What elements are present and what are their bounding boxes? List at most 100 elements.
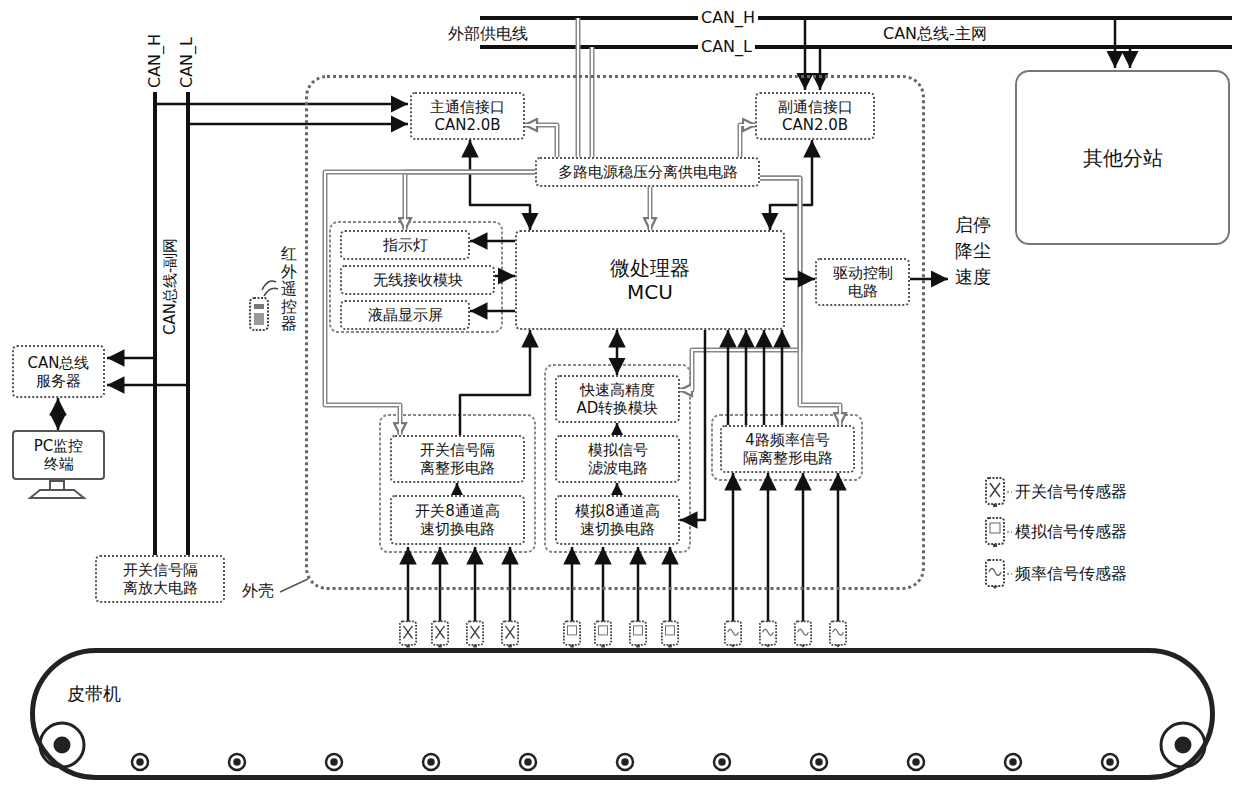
process-box: 开关信号隔离放大电路 [95, 555, 225, 603]
roller-hub [817, 760, 822, 765]
drawing-rect [50, 481, 64, 490]
drawing-use [630, 621, 646, 647]
roller-hub [332, 760, 337, 765]
connector-line [456, 483, 459, 495]
box-label: 无线接收模块 [373, 271, 463, 289]
drawing-line [186, 92, 190, 555]
signal-connector [495, 276, 515, 277]
box-label: 驱动控制电路 [831, 264, 895, 300]
text-label: 外部供电线 [448, 24, 528, 43]
bus-taps [107, 18, 1130, 385]
signal-connector [680, 330, 705, 520]
drawing-line [188, 123, 408, 126]
station-box: 其他分站 [1015, 70, 1230, 245]
connector-line-inner [325, 172, 535, 435]
drawing-rect [545, 365, 690, 552]
can-bus-lines [155, 18, 1232, 555]
process-box: 无线接收模块 [340, 265, 495, 295]
box-label: 皮带机 [67, 683, 121, 705]
drawing-line [802, 473, 805, 622]
connector-line [616, 483, 619, 495]
connector-line [770, 140, 812, 230]
drawing-circle [40, 723, 84, 767]
drawing-use [986, 518, 1004, 547]
power-connector [650, 187, 651, 230]
connector-line [648, 187, 653, 230]
box-label: 快速高精度AD转换模块 [577, 381, 659, 417]
drawing-use [502, 621, 518, 647]
process-box: 指示灯 [340, 230, 470, 260]
drawing-use [432, 621, 448, 647]
box-label: 模拟8通道高速切换电路 [572, 502, 664, 538]
box-label: 4路频率信号隔离整形电路 [740, 431, 835, 467]
process-box: 模拟8通道高速切换电路 [555, 495, 680, 545]
roller [617, 754, 633, 770]
bus-name: CAN_L [178, 37, 196, 88]
roller-hub [138, 760, 143, 765]
drawing-line [804, 18, 807, 90]
process-box: 微处理器 MCU [515, 230, 785, 330]
drawing-use [467, 621, 483, 647]
sensors [400, 621, 846, 647]
box-label: 微处理器 MCU [600, 256, 700, 304]
connector-line [781, 330, 784, 425]
roller [326, 754, 342, 770]
drawing-line [637, 547, 640, 622]
drawing-line [669, 547, 672, 622]
drawing-line [153, 92, 157, 555]
process-box: 快速高精度AD转换模块 [555, 375, 680, 423]
rollers [40, 723, 1205, 767]
drawing-line [480, 16, 1232, 20]
process-box: 开关8通道高速切换电路 [390, 495, 525, 545]
drawing-line [107, 384, 188, 387]
drawing-line [1007, 574, 1012, 575]
rollers [132, 754, 1118, 770]
text-label: 红外遥控器 [281, 245, 297, 333]
roller-hub [429, 760, 434, 765]
roller-hub [235, 760, 240, 765]
drawing-rect [250, 298, 268, 330]
connector-line-inner [649, 187, 651, 230]
box-label: 其他分站 [1083, 146, 1163, 170]
drawing-line [837, 473, 840, 622]
connector-line [616, 423, 619, 435]
signal-connector [617, 330, 618, 375]
drawing-use [662, 621, 678, 647]
roller-hub [526, 760, 531, 765]
signal-connector [470, 241, 515, 242]
drawing-use [564, 621, 580, 647]
connector-line-inner [405, 172, 535, 230]
roller-hub [914, 760, 919, 765]
signal-connector [617, 423, 618, 435]
drawing-circle [1161, 723, 1205, 767]
drawing-line [155, 103, 408, 106]
drawing-use [725, 621, 741, 647]
drawing-line [602, 547, 605, 622]
roller-hub [720, 760, 725, 765]
signal-connector [470, 311, 515, 312]
roller [1102, 754, 1118, 770]
connector-line [616, 330, 619, 375]
drawing-line [407, 547, 410, 622]
signal-connector [785, 279, 815, 280]
connector-line [495, 275, 515, 278]
drawing-use [795, 621, 811, 647]
connector-line [470, 240, 515, 243]
roller [520, 754, 536, 770]
housing-label: 外壳 [242, 581, 274, 600]
drawing-use [760, 621, 776, 647]
roller [1005, 754, 1021, 770]
connector-line [325, 172, 535, 435]
process-box: 液晶显示屏 [340, 300, 470, 330]
drawing-path [30, 490, 84, 498]
drawing-line [767, 473, 770, 622]
drawing-circle [55, 738, 69, 752]
text-label: 启停 降尘 速度 [955, 212, 995, 290]
process-box: 开关信号隔离整形电路 [390, 435, 525, 483]
signal-connector [746, 330, 747, 425]
drawing-line [1007, 532, 1012, 533]
text-label: CAN_H [698, 8, 758, 27]
box-label: 副通信接口 CAN2.0B [770, 98, 860, 134]
roller [714, 754, 730, 770]
